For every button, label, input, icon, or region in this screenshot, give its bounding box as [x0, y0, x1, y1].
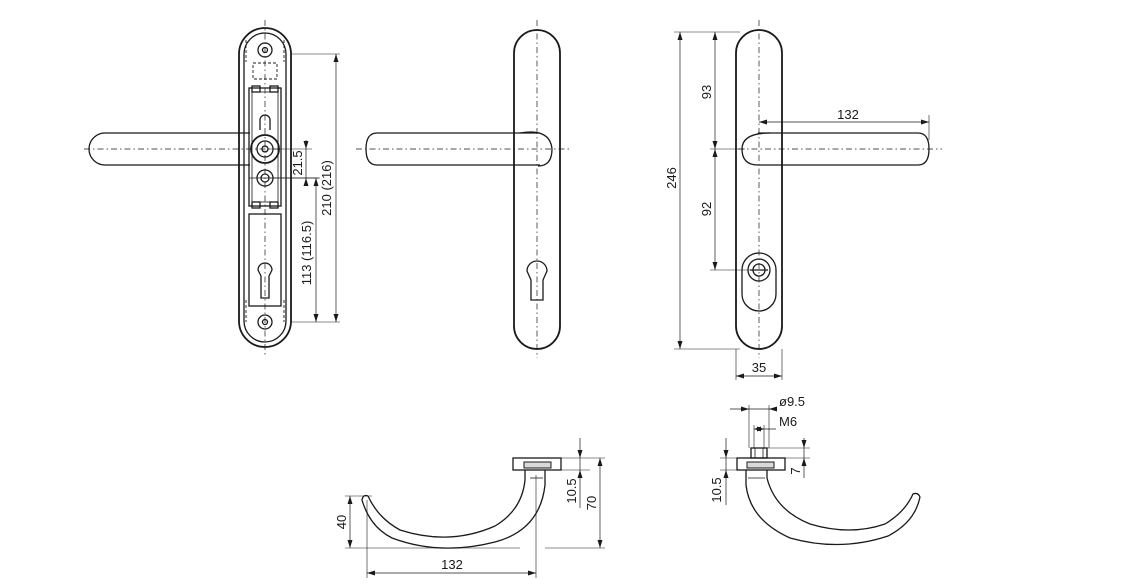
dim-93-label: 93 [699, 85, 714, 99]
detail-profile-view [720, 405, 921, 546]
dim-35-label: 35 [752, 360, 766, 375]
dim-210-label: 210 (216) [319, 160, 334, 216]
dim-21-5-label: 21.5 [290, 150, 305, 175]
dim-7-label: 7 [788, 467, 803, 474]
dim-m6-label: M6 [779, 414, 797, 429]
dim-70-label: 70 [584, 496, 599, 510]
outer-dimensioned-view [674, 20, 942, 380]
side-profile-view [345, 438, 605, 578]
dim-132-top-label: 132 [837, 107, 859, 122]
dim-10-5-detail-label: 10.5 [709, 477, 724, 502]
dim-132-bottom-label: 132 [441, 557, 463, 572]
dim-92-label: 92 [699, 202, 714, 216]
inner-plate-view [84, 20, 340, 355]
dim-dia-9-5-label: ø9.5 [779, 394, 805, 409]
outer-plate-view [356, 20, 570, 358]
dim-246-label: 246 [664, 167, 679, 189]
dim-10-5-side-label: 10.5 [564, 478, 579, 503]
dim-113-label: 113 (116.5) [299, 221, 314, 286]
dim-40-label: 40 [334, 515, 349, 529]
